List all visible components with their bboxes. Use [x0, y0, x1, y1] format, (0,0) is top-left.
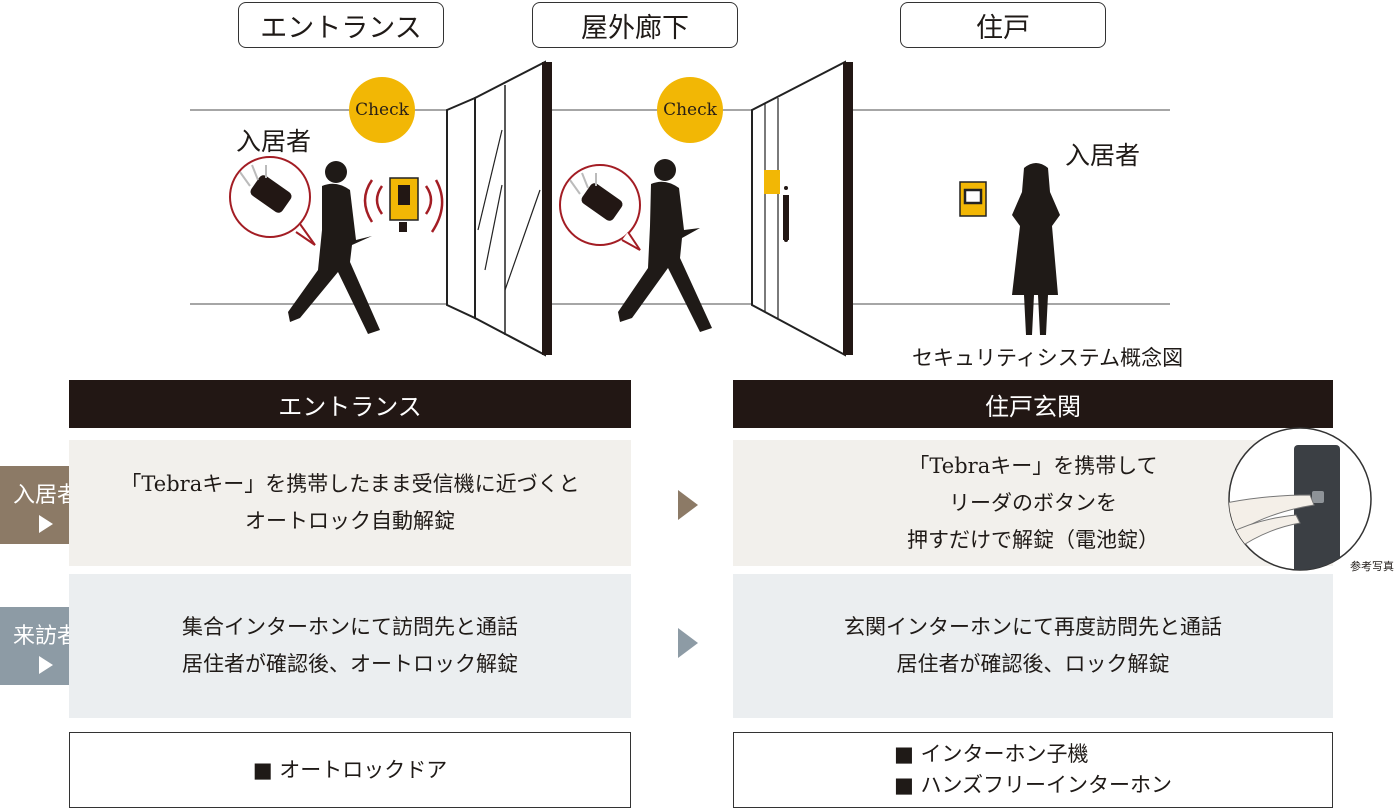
silhouette-walking-icon	[618, 159, 712, 332]
door-visitor-panel: 玄関インターホンにて再度訪問先と通話 居住者が確認後、ロック解錠	[733, 574, 1333, 718]
key-fob-icon	[559, 164, 641, 251]
intercom-icon	[959, 181, 987, 217]
play-arrow-icon	[39, 515, 53, 533]
panel-line: 居住者が確認後、ロック解錠	[896, 652, 1170, 676]
reference-photo	[1228, 427, 1372, 571]
panel-line: 「Tebraキー」を携帯したまま受信機に近づくと	[120, 472, 580, 496]
panel-line: オートロック自動解錠	[245, 509, 455, 533]
check-badge-door: Check	[657, 77, 723, 143]
zone-label-dwelling: 住戸	[900, 2, 1106, 48]
door-icon	[751, 60, 853, 357]
equipment-item: ■ インターホン子機	[893, 742, 1089, 766]
panel-line: 集合インターホンにて訪問先と通話	[182, 615, 518, 639]
reader-icon	[363, 177, 444, 233]
zone-label-corridor: 屋外廊下	[532, 2, 738, 48]
panel-line: 玄関インターホンにて再度訪問先と通話	[844, 615, 1222, 639]
resident-tag-label: 入居者	[12, 483, 79, 508]
entrance-resident-panel: 「Tebraキー」を携帯したまま受信機に近づくと オートロック自動解錠	[69, 440, 631, 566]
equipment-item: ■ オートロックドア	[252, 757, 448, 782]
zone-label-entrance: エントランス	[238, 2, 444, 48]
photo-caption: 参考写真	[1350, 560, 1394, 573]
header-door: 住戸玄関	[733, 380, 1333, 428]
silhouette-walking-icon	[288, 161, 380, 334]
equipment-item: ■ ハンズフリーインターホン	[893, 773, 1173, 797]
door-equipment-box: ■ インターホン子機 ■ ハンズフリーインターホン	[733, 732, 1333, 808]
panel-line: 「Tebraキー」を携帯して	[908, 453, 1158, 478]
arrow-right-icon	[678, 628, 698, 658]
play-arrow-icon	[39, 656, 53, 674]
resident-label-home: 入居者	[1065, 141, 1141, 170]
entrance-visitor-panel: 集合インターホンにて訪問先と通話 居住者が確認後、オートロック解錠	[69, 574, 631, 718]
security-illustration	[190, 60, 1170, 357]
header-entrance: エントランス	[69, 380, 631, 428]
arrow-right-icon	[678, 490, 698, 520]
key-fob-icon	[229, 156, 316, 246]
panel-line: 居住者が確認後、オートロック解錠	[182, 652, 518, 676]
check-badge-entrance: Check	[349, 77, 415, 143]
panel-line: 押すだけで解錠（電池錠）	[907, 527, 1159, 552]
resident-label-walking: 入居者	[236, 127, 312, 156]
visitor-tag-label: 来訪者	[12, 624, 79, 649]
diagram-caption: セキュリティシステム概念図	[912, 346, 1184, 370]
entrance-equipment-box: ■ オートロックドア	[69, 732, 631, 808]
auto-lock-door-icon	[446, 60, 552, 357]
silhouette-standing-icon	[1012, 163, 1060, 335]
panel-line: リーダのボタンを	[949, 490, 1117, 515]
